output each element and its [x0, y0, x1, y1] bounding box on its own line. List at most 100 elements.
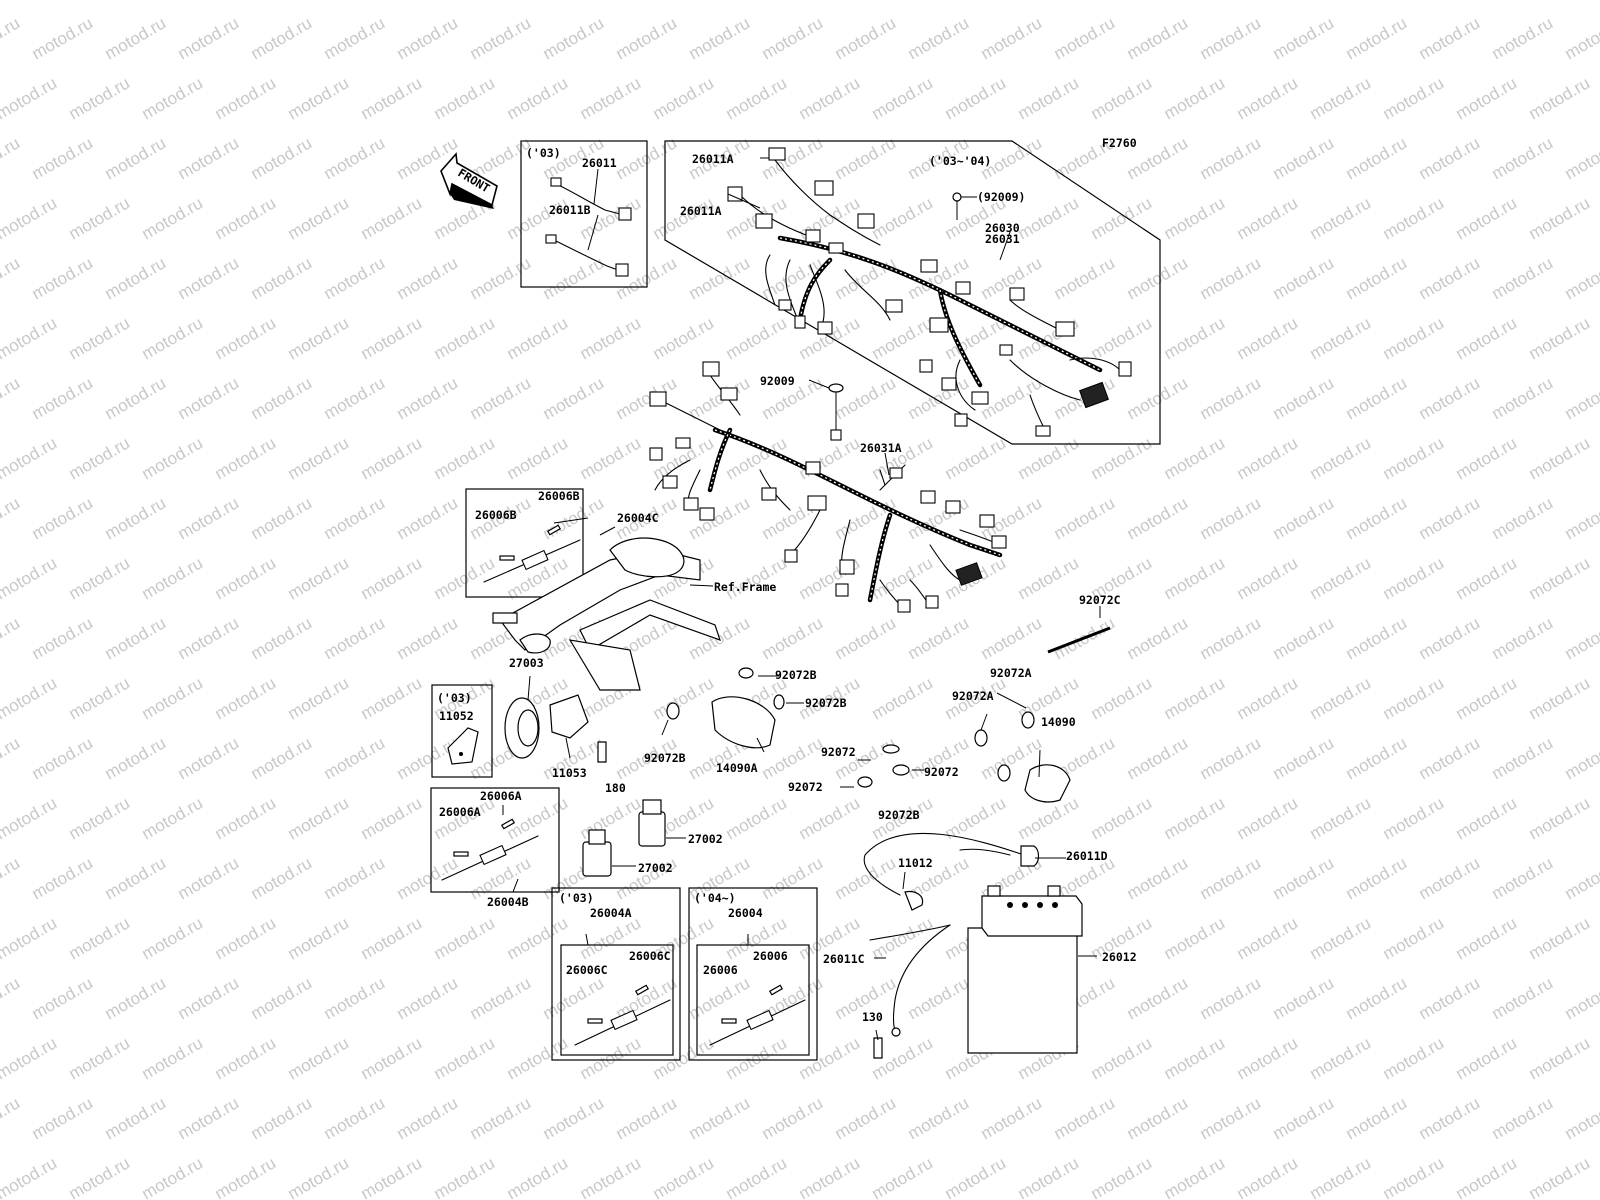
part-labels: ('03) 26011 26011B 26011A 26011A ('03~'0…	[437, 146, 1137, 1024]
watermark-text: motod.ru	[686, 373, 754, 423]
watermark-text: motod.ru	[613, 253, 681, 303]
watermark-text: motod.ru	[175, 1093, 243, 1143]
watermark-text: motod.ru	[650, 73, 718, 123]
watermark-text: motod.ru	[1088, 1033, 1156, 1083]
watermark-text: motod.ru	[0, 373, 23, 423]
watermark-text: motod.ru	[29, 373, 97, 423]
watermark-text: motod.ru	[1416, 973, 1484, 1023]
watermark-text: motod.ru	[759, 13, 827, 63]
watermark-text: motod.ru	[175, 733, 243, 783]
watermark-text: motod.ru	[1380, 313, 1448, 363]
watermark-text: motod.ru	[540, 373, 608, 423]
watermark-text: motod.ru	[0, 913, 60, 963]
watermark-text: motod.ru	[1124, 613, 1192, 663]
watermark-text: motod.ru	[1562, 253, 1600, 303]
upper-wiring-harness	[727, 147, 1132, 437]
watermark-text: motod.ru	[66, 0, 134, 3]
watermark-text: motod.ru	[102, 613, 170, 663]
watermark-text: motod.ru	[686, 253, 754, 303]
watermark-text: motod.ru	[1562, 133, 1600, 183]
watermark-text: motod.ru	[1088, 313, 1156, 363]
watermark-text: motod.ru	[832, 853, 900, 903]
watermark-text: motod.ru	[540, 973, 608, 1023]
watermark-text: motod.ru	[1343, 133, 1411, 183]
label-26006A-1: 26006A	[480, 789, 522, 803]
watermark-text: motod.ru	[1453, 313, 1521, 363]
watermark-text: motod.ru	[431, 1153, 499, 1200]
watermark-text: motod.ru	[1562, 493, 1600, 543]
watermark-text: motod.ru	[431, 1033, 499, 1083]
watermark-text: motod.ru	[1416, 253, 1484, 303]
watermark-text: motod.ru	[29, 853, 97, 903]
watermark-text: motod.ru	[1270, 613, 1338, 663]
watermark-text: motod.ru	[0, 973, 23, 1023]
label-26031: 26031	[985, 232, 1020, 246]
watermark-text: motod.ru	[504, 1153, 572, 1200]
covers-and-clamps	[666, 606, 1111, 803]
watermark-text: motod.ru	[1088, 193, 1156, 243]
watermark-text: motod.ru	[1124, 853, 1192, 903]
figure-code: F2760	[1102, 136, 1137, 150]
watermark-text: motod.ru	[1307, 433, 1375, 483]
watermark-text: motod.ru	[431, 913, 499, 963]
watermark-text: motod.ru	[1489, 493, 1557, 543]
watermark-text: motod.ru	[1307, 73, 1375, 123]
watermark-text: motod.ru	[102, 133, 170, 183]
watermark-text: motod.ru	[1380, 553, 1448, 603]
watermark-text: motod.ru	[1526, 673, 1594, 723]
watermark-text: motod.ru	[1489, 733, 1557, 783]
watermark-text: motod.ru	[102, 733, 170, 783]
watermark-text: motod.ru	[1051, 253, 1119, 303]
watermark-text: motod.ru	[1124, 973, 1192, 1023]
watermark-text: motod.ru	[1161, 1153, 1229, 1200]
watermark-text: motod.ru	[832, 13, 900, 63]
watermark-text: motod.ru	[29, 493, 97, 543]
watermark-text: motod.ru	[1270, 733, 1338, 783]
watermark-text: motod.ru	[212, 793, 280, 843]
watermark-text: motod.ru	[613, 373, 681, 423]
box-26004-inner	[696, 944, 810, 1056]
watermark-text: motod.ru	[650, 1033, 718, 1083]
watermark-text: motod.ru	[1124, 13, 1192, 63]
label-26004A: 26004A	[590, 906, 632, 920]
watermark-text: motod.ru	[1015, 553, 1083, 603]
watermark-text: motod.ru	[1453, 1033, 1521, 1083]
watermark-text: motod.ru	[431, 433, 499, 483]
label-92072-2: 92072	[924, 765, 959, 779]
watermark-text: motod.ru	[248, 733, 316, 783]
watermark-text: motod.ru	[869, 73, 937, 123]
watermark-text: motod.ru	[1343, 493, 1411, 543]
label-26011A-1: 26011A	[692, 152, 734, 166]
watermark-text: motod.ru	[650, 313, 718, 363]
watermark-text: motod.ru	[0, 613, 23, 663]
watermark-text: motod.ru	[358, 313, 426, 363]
watermark-text: motod.ru	[1161, 0, 1229, 3]
watermark-text: motod.ru	[869, 1153, 937, 1200]
watermark-text: motod.ru	[942, 1153, 1010, 1200]
watermark-text: motod.ru	[321, 853, 389, 903]
watermark-text: motod.ru	[1124, 733, 1192, 783]
watermark-text: motod.ru	[248, 493, 316, 543]
label-26011: 26011	[582, 156, 617, 170]
watermark-text: motod.ru	[394, 493, 462, 543]
label-27002-1: 27002	[688, 832, 723, 846]
watermark-text: motod.ru	[1489, 373, 1557, 423]
watermark-text: motod.ru	[321, 733, 389, 783]
relays	[582, 799, 686, 877]
watermark-text: motod.ru	[1380, 673, 1448, 723]
watermark-text: motod.ru	[1453, 193, 1521, 243]
label-14090: 14090	[1041, 715, 1076, 729]
watermark-text: motod.ru	[394, 13, 462, 63]
watermark-text: motod.ru	[1453, 913, 1521, 963]
watermark-text: motod.ru	[650, 1153, 718, 1200]
leader-lines	[502, 517, 1097, 1041]
watermark-text: motod.ru	[1526, 73, 1594, 123]
label-26006-1: 26006	[753, 949, 788, 963]
label-180: 180	[605, 781, 626, 795]
watermark-text: motod.ru	[0, 493, 23, 543]
label-92072B-3: 92072B	[644, 751, 686, 765]
watermark-text: motod.ru	[321, 253, 389, 303]
watermark-text: motod.ru	[540, 1093, 608, 1143]
watermark-text: motod.ru	[796, 313, 864, 363]
watermark-text: motod.ru	[577, 193, 645, 243]
